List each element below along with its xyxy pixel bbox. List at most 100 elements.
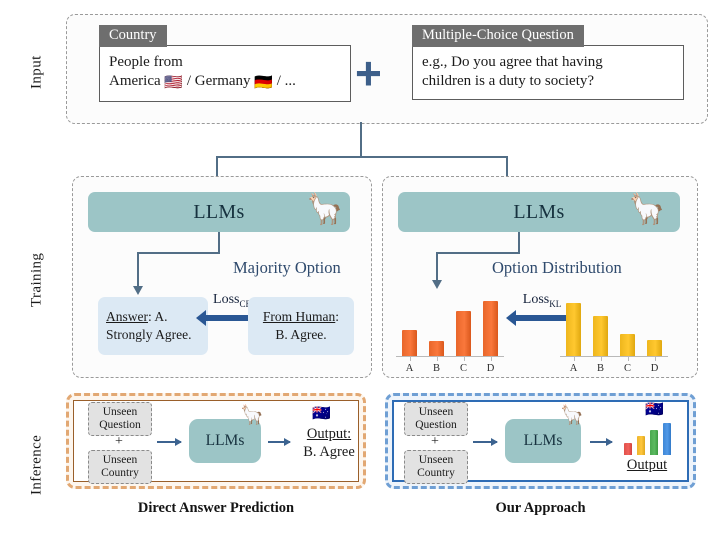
connector-trunk bbox=[360, 122, 362, 158]
x-tickmark-C bbox=[463, 356, 465, 361]
inference-right-plus: + bbox=[431, 434, 439, 449]
majority-option-label: Majority Option bbox=[233, 258, 341, 277]
prediction-line1-value: : A. bbox=[148, 309, 168, 325]
arrow-left-tip bbox=[196, 309, 206, 326]
country-card-tab: Country bbox=[99, 25, 167, 47]
prediction-line2: Strongly Agree. bbox=[106, 327, 192, 342]
country-name-america: America bbox=[109, 73, 161, 90]
arrow-bar bbox=[515, 314, 569, 321]
inference-left-arrow-1 bbox=[157, 438, 182, 445]
ubox-line2: Country bbox=[101, 467, 139, 479]
au-flag-icon: 🇦🇺 bbox=[312, 406, 331, 422]
bar-C bbox=[620, 333, 635, 356]
us-flag-icon: 🇺🇸 bbox=[164, 75, 184, 92]
bar-B bbox=[636, 436, 645, 455]
output-value: B. Agree bbox=[303, 444, 355, 461]
ubox-line1: Unseen bbox=[418, 453, 454, 466]
question-card-body: e.g., Do you agree that having children … bbox=[412, 45, 684, 101]
bar-A bbox=[402, 329, 417, 356]
ubox-line1: Unseen bbox=[102, 405, 138, 418]
de-flag-icon: 🇩🇪 bbox=[254, 75, 273, 92]
x-tick-D: D bbox=[486, 363, 495, 374]
x-tickmark-D bbox=[490, 356, 492, 361]
inference-right-arrow-2 bbox=[590, 438, 613, 445]
ubox-line1: Unseen bbox=[102, 453, 138, 466]
bar-A bbox=[566, 302, 581, 356]
connector-right-branch bbox=[506, 156, 508, 188]
country-card-line1: People from bbox=[109, 54, 183, 70]
llama-icon: 🦙 bbox=[240, 405, 264, 426]
question-card-tab: Multiple-Choice Question bbox=[412, 25, 584, 47]
x-tickmark-C bbox=[627, 356, 629, 361]
stage-label-input: Input bbox=[28, 55, 45, 89]
output-label: Output bbox=[626, 457, 668, 473]
chart-bars-2 bbox=[621, 409, 673, 455]
x-tickmark-D bbox=[654, 356, 656, 361]
unseen-country-box-left: Unseen Country bbox=[88, 450, 152, 484]
country-card-line2: America 🇺🇸 / Germany 🇩🇪 / ... bbox=[109, 72, 341, 93]
prediction-line1: Answer: A. bbox=[106, 308, 200, 326]
training-right-out-trunk bbox=[518, 232, 520, 254]
inference-left-output: Output: B. Agree bbox=[296, 425, 362, 461]
chart-axis bbox=[560, 355, 668, 357]
bar-D bbox=[662, 422, 671, 455]
training-right-out-arrowhead bbox=[431, 280, 442, 289]
question-card-line2: children is a duty to society? bbox=[422, 73, 595, 90]
stage-label-inference: Inference bbox=[28, 434, 45, 496]
llama-icon: 🦙 bbox=[560, 405, 584, 426]
input-plus-symbol: + bbox=[355, 47, 382, 99]
training-left-prediction-box: Answer: A. Strongly Agree. bbox=[98, 297, 208, 355]
bar-A bbox=[623, 443, 632, 455]
inference-right-llm-box[interactable]: LLMs bbox=[505, 419, 581, 463]
stage-label-training: Training bbox=[28, 252, 45, 308]
training-left-out-drop bbox=[137, 252, 139, 288]
llama-icon: 🦙 bbox=[306, 193, 344, 226]
ubox-line1: Unseen bbox=[418, 405, 454, 418]
unseen-country-box-right: Unseen Country bbox=[404, 450, 468, 484]
training-left-out-arrowhead bbox=[132, 286, 143, 295]
unseen-question-box-right: Unseen Question bbox=[404, 402, 468, 436]
ubox-line2: Question bbox=[415, 419, 457, 431]
question-card: Multiple-Choice Question e.g., Do you ag… bbox=[412, 25, 684, 107]
inference-left-plus: + bbox=[115, 434, 123, 449]
loss-ce-label: LossCE bbox=[213, 292, 251, 309]
human-line1-key: From Human bbox=[262, 309, 336, 325]
unseen-question-box-left: Unseen Question bbox=[88, 402, 152, 436]
chart-bars-0 bbox=[396, 278, 504, 356]
x-tick-A: A bbox=[569, 363, 578, 374]
arrow-bar bbox=[205, 314, 259, 321]
chart-axis bbox=[396, 355, 504, 357]
output-label: Output: bbox=[306, 426, 352, 442]
country-card-body: People from America 🇺🇸 / Germany 🇩🇪 / ..… bbox=[99, 45, 351, 103]
training-right-out-bend bbox=[436, 252, 520, 254]
training-right-llm-box[interactable]: LLMs bbox=[398, 192, 680, 232]
ubox-line2: Question bbox=[99, 419, 141, 431]
human-line2: B. Agree. bbox=[275, 327, 327, 342]
au-flag-icon: 🇦🇺 bbox=[645, 402, 664, 418]
x-tickmark-A bbox=[573, 356, 575, 361]
arrow-left-tip bbox=[506, 309, 516, 326]
country-name-germany: / Germany bbox=[186, 73, 251, 90]
bar-C bbox=[649, 429, 658, 455]
option-distribution-label: Option Distribution bbox=[492, 258, 622, 277]
x-tick-A: A bbox=[405, 363, 414, 374]
country-card: Country People from America 🇺🇸 / Germany… bbox=[99, 25, 351, 107]
output-bar-chart-icon bbox=[621, 416, 673, 456]
x-tickmark-B bbox=[600, 356, 602, 361]
inference-left-llm-box[interactable]: LLMs bbox=[189, 419, 261, 463]
bar-C bbox=[456, 311, 471, 356]
inference-right-output: Output bbox=[614, 456, 680, 474]
inference-right-caption: Our Approach bbox=[495, 500, 586, 516]
training-left-out-bend bbox=[137, 252, 220, 254]
bar-B bbox=[429, 340, 444, 356]
inference-right-arrow-1 bbox=[473, 438, 498, 445]
training-left-out-trunk bbox=[218, 232, 220, 254]
x-tick-D: D bbox=[650, 363, 659, 374]
ubox-line2: Country bbox=[417, 467, 455, 479]
x-tick-B: B bbox=[596, 363, 604, 374]
x-tick-B: B bbox=[432, 363, 440, 374]
training-left-llm-box[interactable]: LLMs bbox=[88, 192, 350, 232]
prediction-line1-key: Answer bbox=[106, 309, 148, 325]
